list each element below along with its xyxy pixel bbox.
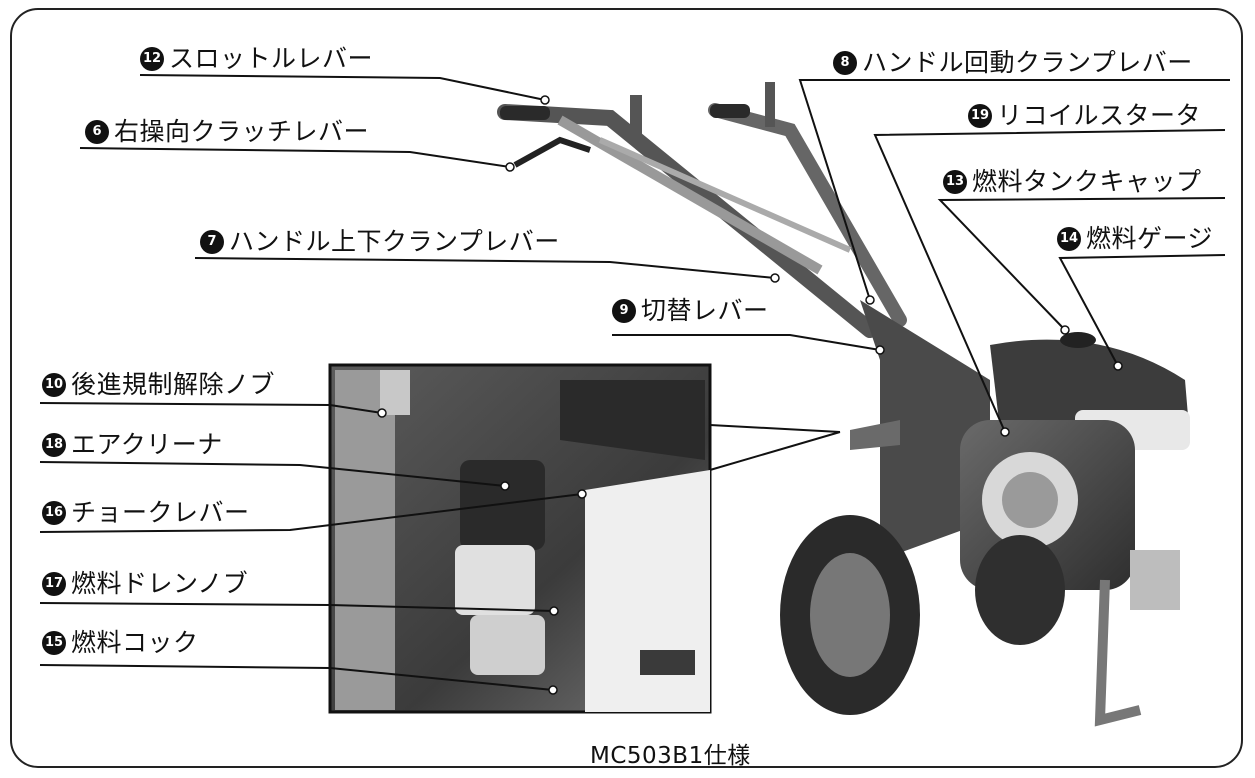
leader-line-fuel-drain-knob	[39, 602, 555, 612]
leader-dot-throttle-lever	[540, 95, 550, 105]
label-recoil-starter: 19 リコイルスタータ	[968, 101, 1201, 131]
label-fuel-tank-cap: 13 燃料タンクキャップ	[943, 167, 1202, 197]
leader-line-fuel-cock	[39, 664, 554, 691]
label-text: リコイルスタータ	[997, 101, 1202, 130]
leader-line-choke-lever	[39, 493, 583, 533]
leader-dot-right-steering-clutch-lever	[505, 162, 515, 172]
callout-number: 15	[42, 631, 66, 655]
label-reverse-release-knob: 10 後進規制解除ノブ	[42, 370, 275, 400]
leader-line-fuel-tank-cap	[937, 197, 1226, 331]
label-text: チョークレバー	[71, 498, 250, 527]
callout-number: 12	[140, 47, 164, 71]
leader-dot-handle-rotation-clamp-lever	[865, 295, 875, 305]
label-switch-lever: 9 切替レバー	[612, 296, 769, 326]
figure-caption: MC503B1仕様	[590, 743, 751, 769]
callout-number: 19	[968, 104, 992, 128]
label-text: 切替レバー	[641, 296, 769, 325]
label-text: 燃料コック	[71, 628, 199, 657]
label-text: エアクリーナ	[71, 430, 223, 459]
label-handle-vertical-clamp-lever: 7 ハンドル上下クランプレバー	[200, 227, 560, 257]
leader-dot-reverse-release-knob	[377, 408, 387, 418]
leader-line-reverse-release-knob	[39, 402, 383, 414]
leader-line-throttle-lever	[139, 74, 546, 101]
leader-dot-air-cleaner	[500, 481, 510, 491]
leader-line-fuel-gauge	[1058, 254, 1226, 367]
leader-line-recoil-starter	[873, 129, 1226, 433]
label-text: 燃料ゲージ	[1086, 224, 1214, 253]
inset-connector-line	[709, 424, 841, 433]
callout-number: 6	[85, 120, 109, 144]
inset-connector-line	[709, 431, 841, 471]
label-text: 燃料タンクキャップ	[972, 167, 1202, 196]
label-text: 後進規制解除ノブ	[71, 370, 276, 399]
leader-dot-fuel-drain-knob	[549, 606, 559, 616]
callout-number: 14	[1057, 227, 1081, 251]
callout-number: 13	[943, 170, 967, 194]
label-throttle-lever: 12 スロットルレバー	[140, 44, 373, 74]
leader-line-right-steering-clutch-lever	[79, 147, 511, 168]
leader-dot-choke-lever	[577, 489, 587, 499]
leader-dot-recoil-starter	[1000, 427, 1010, 437]
label-text: ハンドル上下クランプレバー	[229, 227, 560, 256]
label-text: 燃料ドレンノブ	[71, 569, 249, 598]
label-fuel-gauge: 14 燃料ゲージ	[1057, 224, 1213, 254]
leader-dot-fuel-cock	[548, 685, 558, 695]
leader-dot-fuel-tank-cap	[1060, 325, 1070, 335]
callout-number: 10	[42, 373, 66, 397]
detail-inset-photo	[328, 363, 712, 714]
label-air-cleaner: 18 エアクリーナ	[42, 430, 223, 460]
label-text: スロットルレバー	[169, 44, 374, 73]
leader-line-handle-vertical-clamp-lever	[194, 257, 776, 279]
label-choke-lever: 16 チョークレバー	[42, 498, 250, 528]
callout-number: 7	[200, 230, 224, 254]
label-fuel-cock: 15 燃料コック	[42, 628, 199, 658]
label-text: ハンドル回動クランプレバー	[862, 48, 1193, 77]
callout-number: 9	[612, 299, 636, 323]
leader-line-switch-lever	[612, 334, 881, 351]
callout-number: 17	[42, 572, 66, 596]
callout-number: 16	[42, 501, 66, 525]
label-fuel-drain-knob: 17 燃料ドレンノブ	[42, 569, 248, 599]
leader-lines	[39, 74, 1230, 691]
leader-line-handle-rotation-clamp-lever	[798, 79, 1230, 301]
callout-number: 8	[833, 51, 857, 75]
label-right-steering-clutch-lever: 6 右操向クラッチレバー	[85, 117, 369, 147]
tiller-body	[497, 82, 1190, 727]
leader-line-air-cleaner	[39, 461, 506, 487]
callout-number: 18	[42, 433, 66, 457]
leader-dot-handle-vertical-clamp-lever	[770, 273, 780, 283]
leader-dot-fuel-gauge	[1113, 361, 1123, 371]
label-text: 右操向クラッチレバー	[114, 117, 370, 146]
leader-dot-switch-lever	[875, 345, 885, 355]
label-handle-rotation-clamp-lever: 8 ハンドル回動クランプレバー	[833, 48, 1193, 78]
